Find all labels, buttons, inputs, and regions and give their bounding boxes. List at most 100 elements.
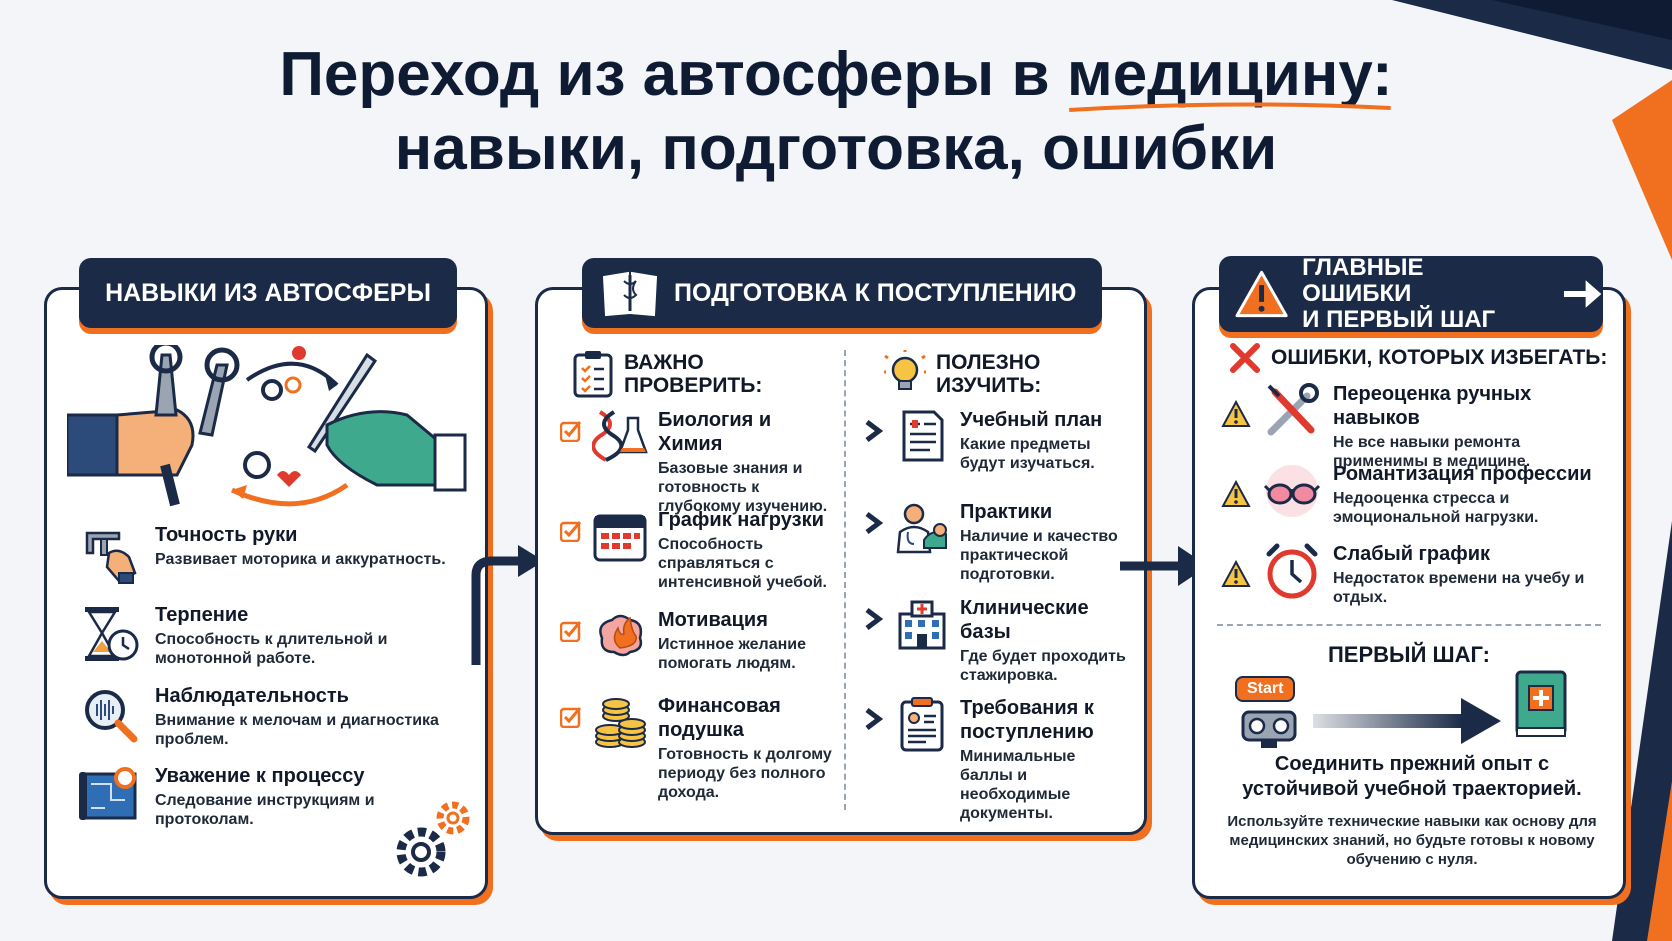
prep-item-desc: Истинное желание помогать людям. <box>658 636 807 672</box>
error-desc: Недооценка стресса и эмоциональной нагру… <box>1333 490 1539 526</box>
skill-desc: Способность к длительной и монотонной ра… <box>155 631 388 667</box>
column-divider <box>844 350 846 810</box>
prep-item-desc: Готовность к долгому периоду без полного… <box>658 746 832 801</box>
error-desc: Не все навыки ремонта применимы в медици… <box>1333 434 1531 470</box>
prep-card: ПОДГОТОВКА К ПОСТУПЛЕНИЮ ВАЖНО ПРОВЕРИТЬ… <box>535 258 1147 835</box>
skill-item-process: Уважение к процессу Следование инструкци… <box>79 764 469 829</box>
checklist-clipboard-icon <box>573 351 613 398</box>
prep-item-title: Клинические базы <box>960 597 1089 643</box>
hourglass-clock-icon <box>85 607 139 661</box>
check-item-motivation: Мотивация Истинное желание помогать людя… <box>560 608 838 673</box>
skills-card: НАВЫКИ ИЗ АВТОСФЕРЫ Точность руки <box>44 258 488 899</box>
prep-item-desc: Где будет проходить стажировка. <box>960 648 1126 684</box>
important-check-heading: ВАЖНО ПРОВЕРИТЬ: <box>572 350 764 398</box>
title-line1: Переход из автосферы в <box>279 40 1050 109</box>
doctor-patient-icon <box>896 503 947 554</box>
prep-item-title: Практики <box>960 501 1053 523</box>
checkbox-checked-icon <box>560 621 582 642</box>
errors-header: ГЛАВНЫЕ ОШИБКИ И ПЕРВЫЙ ШАГ <box>1219 254 1603 333</box>
errors-header-line1: ГЛАВНЫЕ ОШИБКИ <box>1302 254 1424 307</box>
blueprint-gear-icon <box>79 767 137 820</box>
corner-decoration-top-right <box>1392 0 1672 260</box>
avoid-heading-label: ОШИБКИ, КОТОРЫХ ИЗБЕГАТЬ: <box>1271 346 1608 369</box>
avoid-heading: ОШИБКИ, КОТОРЫХ ИЗБЕГАТЬ: <box>1229 342 1607 374</box>
hospital-building-icon <box>898 600 946 650</box>
important-check-label: ВАЖНО ПРОВЕРИТЬ: <box>624 351 763 397</box>
skill-item-observation: Наблюдательность Внимание к мелочам и ди… <box>79 684 469 749</box>
check-item-schedule: График нагрузки Способность справляться … <box>560 508 838 592</box>
dna-flask-icon <box>592 410 648 462</box>
document-plan-icon <box>902 410 944 462</box>
skill-desc: Внимание к мелочам и диагностика проблем… <box>155 712 439 748</box>
first-step-statement: Соединить прежний опыт с устойчивой учеб… <box>1242 753 1582 800</box>
prep-item-desc: Какие предметы будут изучаться. <box>960 436 1095 472</box>
page-title: Переход из автосферы в медицину: навыки,… <box>0 38 1672 186</box>
calendar-icon <box>593 514 647 562</box>
warning-icon <box>1221 480 1251 507</box>
corner-decoration-bottom-right <box>1612 521 1672 941</box>
error-title: Переоценка ручных навыков <box>1333 383 1532 429</box>
brain-flame-icon <box>599 614 643 657</box>
study-item-clinics: Клинические базы Где будет проходить ста… <box>864 596 1130 685</box>
check-item-biochem: Биология и Химия Базовые знания и готовн… <box>560 408 838 516</box>
chevron-right-icon <box>865 608 884 630</box>
skill-item-precision: Точность руки Развивает моторика и аккур… <box>79 523 469 585</box>
start-label: Start <box>1247 680 1284 697</box>
skill-desc: Следование инструкциям и протоколам. <box>155 792 375 828</box>
study-item-requirements: Требования к поступлению Минимальные бал… <box>864 696 1130 823</box>
prep-item-title: Финансовая подушка <box>658 695 781 741</box>
warning-triangle-icon <box>1235 270 1288 318</box>
prep-item-desc: Базовые знания и готовность к глубокому … <box>658 460 828 515</box>
warning-icon <box>1221 560 1251 587</box>
skills-header: НАВЫКИ ИЗ АВТОСФЕРЫ <box>79 258 457 328</box>
mechanic-to-surgeon-illustration <box>67 345 467 507</box>
error-item-romanticize: Романтизация профессии Недооценка стресс… <box>1221 462 1613 527</box>
prep-header: ПОДГОТОВКА К ПОСТУПЛЕНИЮ <box>582 258 1102 328</box>
errors-card: ГЛАВНЫЕ ОШИБКИ И ПЕРВЫЙ ШАГ ОШИБКИ, КОТО… <box>1192 255 1626 899</box>
error-title: Романтизация профессии <box>1333 463 1592 485</box>
rose-glasses-icon <box>1263 465 1321 517</box>
warning-icon <box>1221 400 1251 427</box>
chevron-right-icon <box>865 420 884 442</box>
flow-arrow-1 <box>471 545 544 665</box>
chevron-right-icon <box>865 512 884 534</box>
skill-title: Уважение к процессу <box>155 765 365 787</box>
prep-item-title: Требования к поступлению <box>960 697 1094 743</box>
skill-title: Терпение <box>155 604 249 626</box>
prep-item-desc: Способность справляться с интенсивной уч… <box>658 536 827 591</box>
prep-item-desc: Минимальные баллы и необходимые документ… <box>960 748 1076 822</box>
skill-item-patience: Терпение Способность к длительной и моно… <box>79 603 469 668</box>
alarm-clock-icon <box>1266 543 1318 599</box>
title-underline <box>1068 102 1391 112</box>
engine-icon <box>1241 710 1297 748</box>
gears-icon <box>396 801 470 877</box>
magnifier-diagnostic-icon <box>85 690 138 743</box>
checkbox-checked-icon <box>560 707 582 728</box>
lightbulb-icon <box>884 350 926 390</box>
first-step-heading: ПЕРВЫЙ ШАГ: <box>1327 642 1490 667</box>
error-desc: Недостаток времени на учебу и отдых. <box>1333 570 1585 606</box>
errors-header-line2: И ПЕРВЫЙ ШАГ <box>1302 306 1496 333</box>
arrow-right-icon <box>1563 280 1602 308</box>
progress-arrow <box>1313 698 1501 744</box>
prep-item-title: Биология и Химия <box>658 409 772 455</box>
skills-header-label: НАВЫКИ ИЗ АВТОСФЕРЫ <box>105 278 431 307</box>
skill-title: Точность руки <box>155 524 298 546</box>
clipboard-form-icon <box>900 697 944 752</box>
section-divider <box>1217 624 1601 626</box>
title-accent: медицину: <box>1067 38 1393 112</box>
red-x-icon <box>1230 343 1260 373</box>
start-badge: Start <box>1235 676 1296 702</box>
study-item-curriculum: Учебный план Какие предметы будут изучат… <box>864 408 1130 473</box>
study-item-practice: Практики Наличие и качество практической… <box>864 500 1130 584</box>
check-item-finance: Финансовая подушка Готовность к долгому … <box>560 694 838 802</box>
error-item-schedule: Слабый график Недостаток времени на учеб… <box>1221 542 1613 607</box>
medical-book-icon <box>1515 670 1567 737</box>
prep-item-title: График нагрузки <box>658 509 824 531</box>
error-item-overestimate: Переоценка ручных навыков Не все навыки … <box>1221 382 1613 471</box>
prep-item-title: Учебный план <box>960 409 1103 431</box>
checkbox-checked-icon <box>560 421 582 442</box>
prep-header-label: ПОДГОТОВКА К ПОСТУПЛЕНИЮ <box>674 278 1077 307</box>
chevron-right-icon <box>865 708 884 730</box>
useful-study-label: ПОЛЕЗНО ИЗУЧИТЬ: <box>936 351 1042 397</box>
